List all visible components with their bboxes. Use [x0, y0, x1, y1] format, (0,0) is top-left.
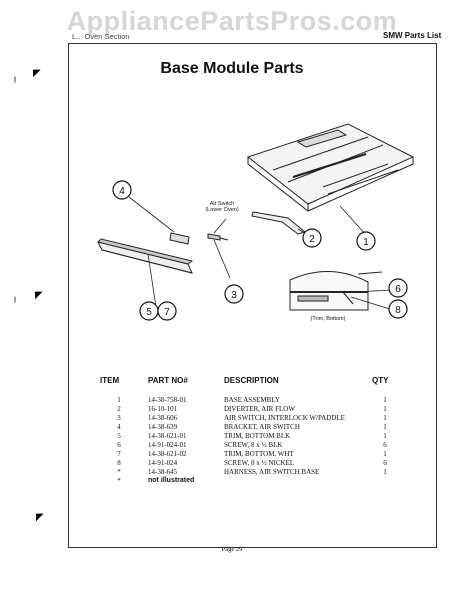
callout-1 [356, 231, 376, 251]
cell-qty: 1 [383, 405, 387, 413]
cell-qty: 1 [383, 414, 387, 422]
callout-6 [388, 278, 408, 298]
page-title: Base Module Parts [160, 60, 304, 77]
section-header: L... Oven Section [72, 32, 130, 41]
cell-part-no: 14-91-024 [148, 459, 178, 467]
cell-item: 3 [117, 414, 121, 422]
cell-part-no: 14-91-024-01 [148, 441, 187, 449]
footnote-row: * not illustrated [94, 477, 414, 486]
cell-qty: 1 [383, 423, 387, 431]
cell-qty: 1 [383, 468, 387, 476]
punch-mark: ◤ [36, 512, 44, 523]
cell-description: SCREW, 8 x ½ NICKEL [224, 459, 295, 467]
cell-qty: 1 [383, 450, 387, 458]
punch-mark: ◤ [33, 68, 41, 79]
air-switch-label-line1: Air Switch [209, 201, 235, 207]
cell-description: HARNESS, AIR SWITCH BASE [224, 468, 320, 476]
cell-description: AIR SWITCH, INTERLOCK W/PADDLE [224, 414, 345, 422]
cell-qty: 6 [383, 459, 387, 467]
callout-label-6: 6 [395, 284, 401, 295]
header-part-no: PART NO# [148, 376, 188, 385]
table-row: 7 14-38-621-02 TRIM, BOTTOM, WHT 1 [94, 450, 414, 459]
air-switch [207, 233, 229, 241]
callout-7 [157, 301, 177, 321]
cell-part-no: 14-38-639 [148, 423, 178, 431]
cell-item: 7 [117, 450, 121, 458]
header-qty: QTY [372, 376, 389, 385]
table-row: 4 14-38-639 BRACKET, AIR SWITCH 1 [94, 423, 414, 432]
cell-part-no: 14-38-621-01 [148, 432, 187, 440]
page-frame [68, 43, 437, 548]
cell-qty: 6 [383, 441, 387, 449]
cell-description: DIVERTER, AIR FLOW [224, 405, 295, 413]
cell-item: 6 [117, 441, 121, 449]
cell-qty: 1 [383, 396, 387, 404]
cell-part-no: 16-10-101 [148, 405, 178, 413]
air-switch-label: Air Switch (Lower Oven) [196, 201, 248, 214]
table-row: 5 14-38-621-01 TRIM, BOTTOM BLK 1 [94, 432, 414, 441]
table-row: 6 14-91-024-01 SCREW, 8 x ½ BLK 6 [94, 441, 414, 450]
cell-description: BRACKET, AIR SWITCH [224, 423, 300, 431]
cell-part-no: 14-38-758-01 [148, 396, 187, 404]
punch-mark: ╷ [12, 292, 19, 303]
cell-item: 1 [117, 396, 121, 404]
cell-part-no: 14-38-645 [148, 468, 178, 476]
footnote-text: not illustrated [148, 477, 195, 484]
callout-label-3: 3 [231, 290, 237, 301]
cell-item: 8 [117, 459, 121, 467]
callout-label-4: 4 [119, 186, 125, 197]
callout-2 [302, 228, 322, 248]
cell-item: 2 [117, 405, 121, 413]
cell-description: TRIM, BOTTOM BLK [224, 432, 291, 440]
table-row: 2 16-10-101 DIVERTER, AIR FLOW 1 [94, 405, 414, 414]
cell-item: 5 [117, 432, 121, 440]
callout-label-7: 7 [164, 307, 170, 318]
cell-part-no: 14-38-621-02 [148, 450, 187, 458]
callout-label-5: 5 [146, 307, 152, 318]
air-switch-label-line2: (Lower Oven) [205, 207, 239, 214]
punch-mark: ◤ [35, 290, 43, 301]
base-assembly [246, 123, 415, 212]
cell-qty: 1 [383, 432, 387, 440]
header-description: DESCRIPTION [224, 376, 279, 385]
callout-4 [112, 180, 132, 200]
cell-item: * [117, 468, 121, 476]
header-item: ITEM [100, 376, 120, 385]
diverter-air-flow [251, 211, 307, 235]
callout-3 [224, 284, 244, 304]
cell-part-no: 14-38-606 [148, 414, 178, 422]
table-row: 8 14-91-024 SCREW, 8 x ½ NICKEL 6 [94, 459, 414, 468]
trim-label: (Trim, Bottom) [310, 316, 346, 322]
callout-label-1: 1 [363, 237, 369, 248]
watermark: AppliancePartsPros.com [66, 6, 398, 36]
callout-label-8: 8 [395, 305, 401, 316]
parts-list-header: SMW Parts List [383, 31, 442, 40]
trim-inset [289, 271, 383, 311]
table-row: 1 14-38-758-01 BASE ASSEMBLY 1 [94, 396, 414, 405]
cell-description: BASE ASSEMBLY [224, 396, 280, 404]
callout-label-2: 2 [309, 234, 315, 245]
trim-bottom [97, 238, 194, 274]
table-row: * 14-38-645 HARNESS, AIR SWITCH BASE 1 [94, 468, 414, 477]
page-number: Page 29 [221, 546, 243, 553]
footnote-mark: * [117, 477, 121, 485]
cell-item: 4 [117, 423, 121, 431]
table-row: 3 14-38-606 AIR SWITCH, INTERLOCK W/PADD… [94, 414, 414, 423]
exploded-diagram: 1 2 3 4 5 7 6 8 [97, 123, 415, 321]
cell-description: TRIM, BOTTOM, WHT [224, 450, 294, 458]
callout-8 [388, 299, 408, 319]
bracket-air-switch [169, 232, 190, 245]
cell-description: SCREW, 8 x ½ BLK [224, 441, 283, 449]
punch-mark: ╷ [12, 72, 19, 83]
